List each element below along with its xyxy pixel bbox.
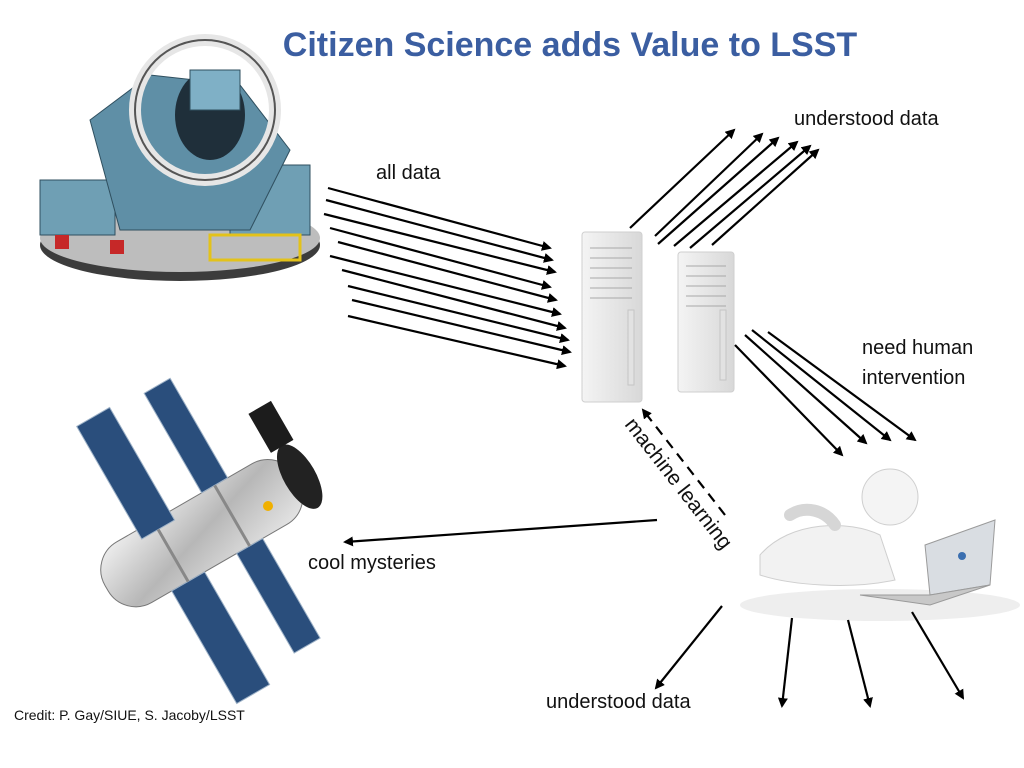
human-intervention-arrows [734,329,917,457]
need-human-label-line2: intervention [862,367,966,389]
understood-data-top-label: understood data [794,108,939,130]
all-data-label: all data [376,162,441,184]
all-data-arrows [323,186,572,370]
cool-mysteries-label: cool mysteries [308,552,436,574]
understood-data-bottom-label: understood data [546,691,691,713]
servers-image [581,231,735,403]
machine-learning-arrow [641,408,726,516]
cool-mysteries-arrow [343,518,658,547]
understood-data-arrows-bottom [654,605,965,708]
understood-data-arrows-top [629,128,820,249]
credit-text: Credit: P. Gay/SIUE, S. Jacoby/LSST [14,707,245,723]
telescope-image [39,34,320,281]
person-image [740,468,1020,621]
need-human-label-line1: need human [862,337,974,359]
satellite-image [76,377,323,705]
slide-title: Citizen Science adds Value to LSST [282,26,858,64]
